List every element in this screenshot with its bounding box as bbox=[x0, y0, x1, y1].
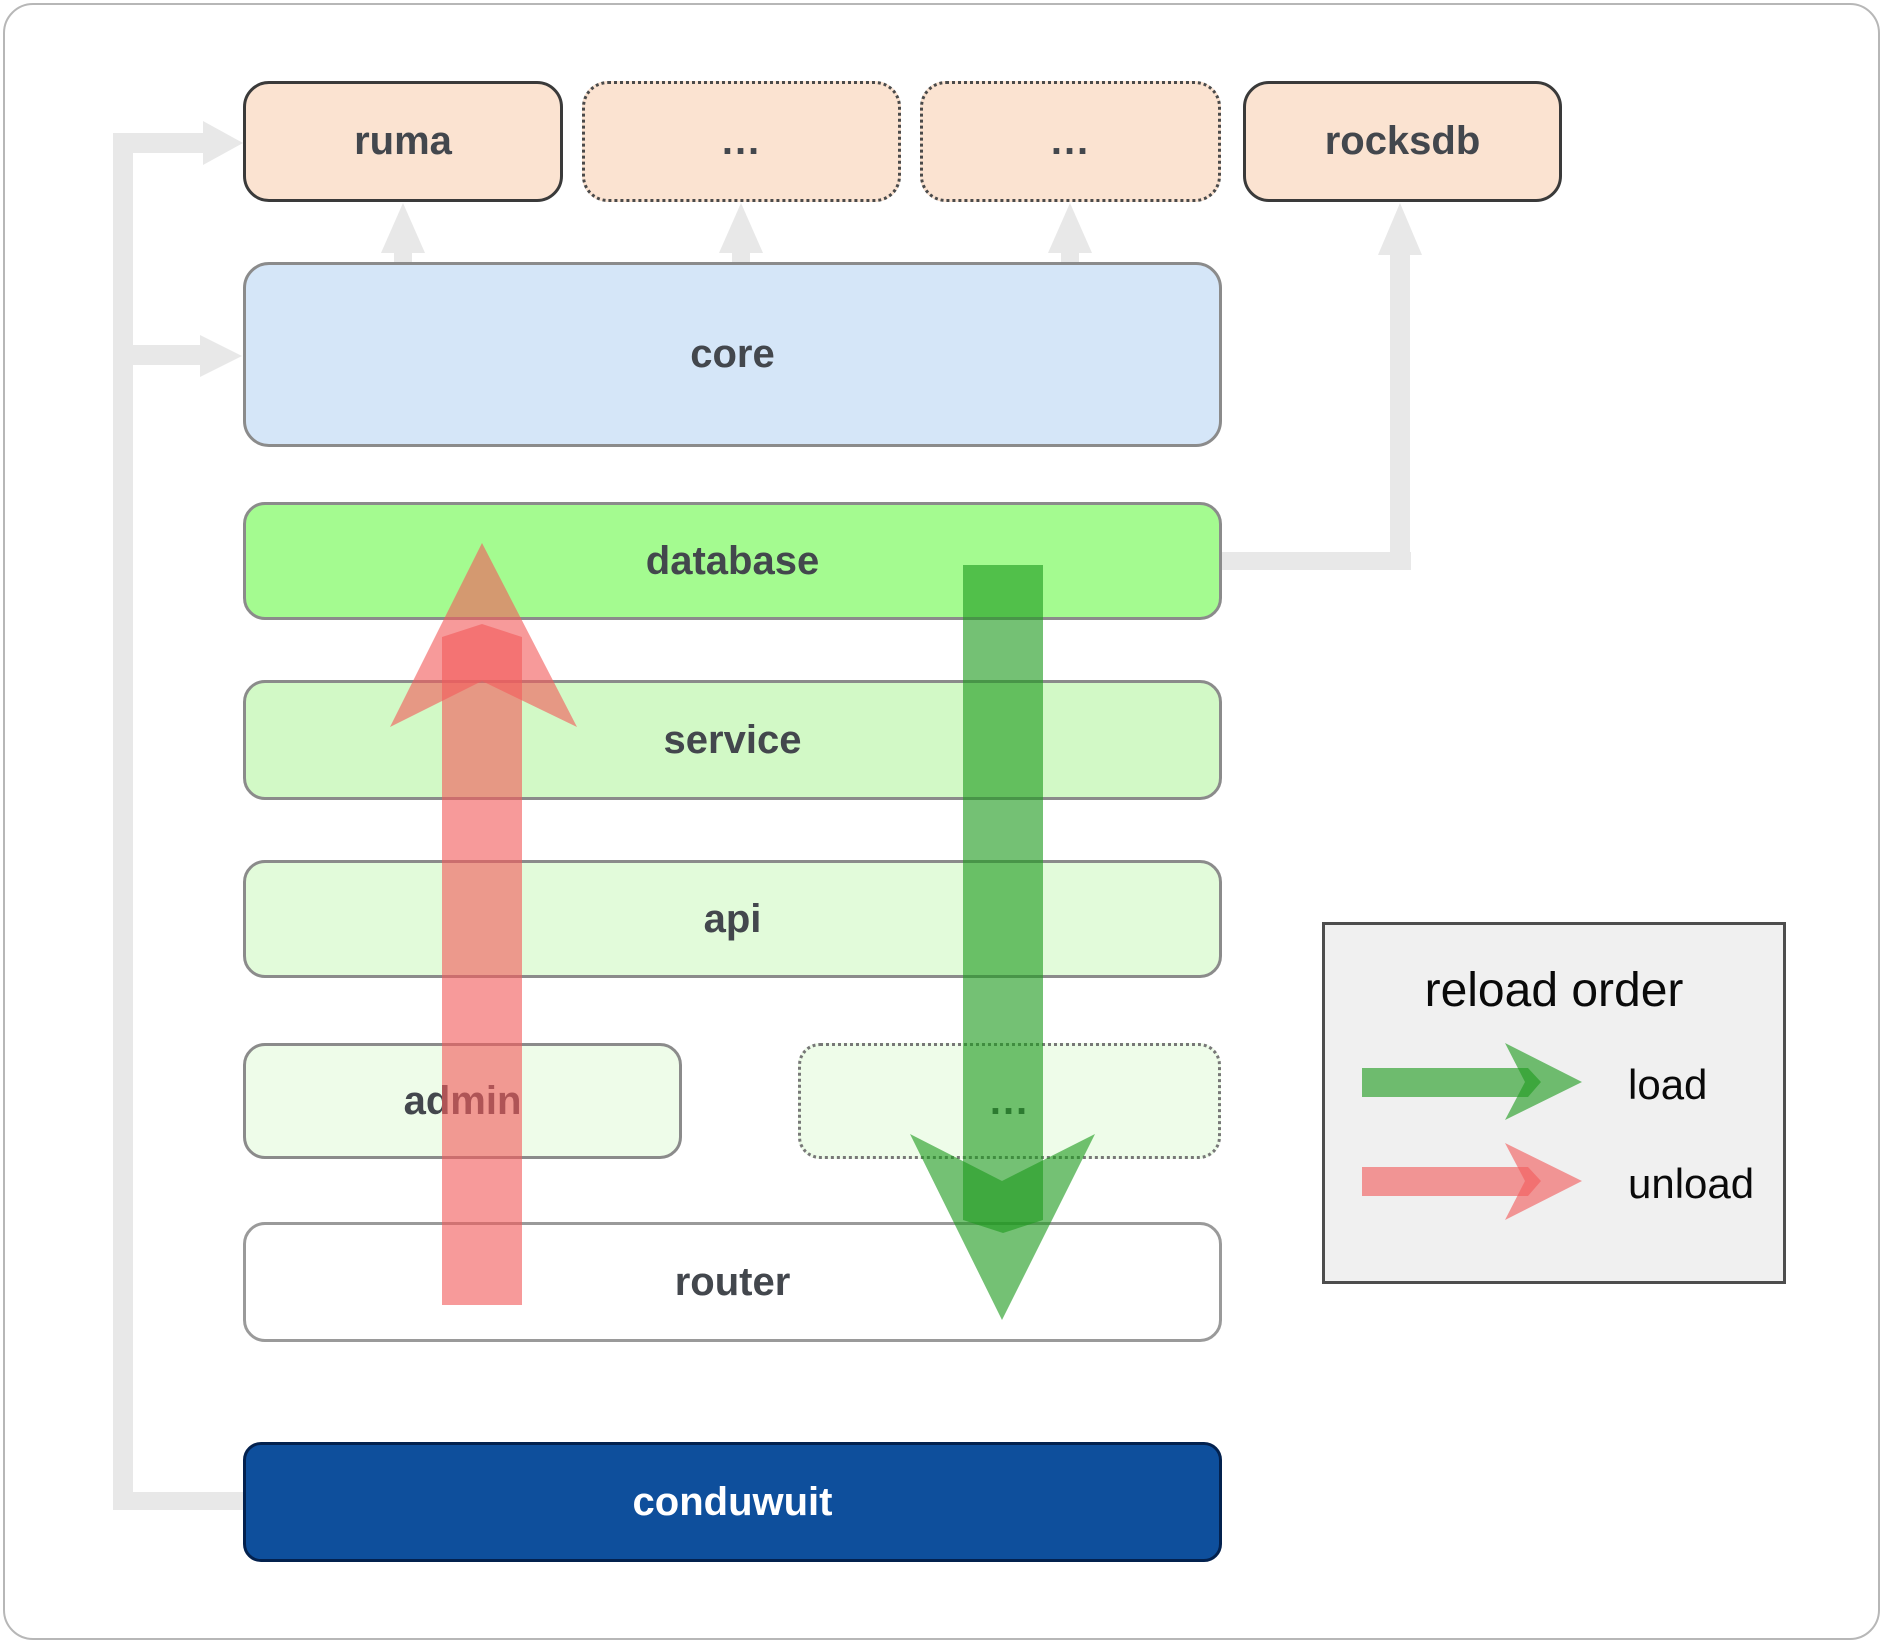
node-crates-more: ... bbox=[798, 1043, 1221, 1159]
node-database-label: database bbox=[645, 538, 820, 583]
stub-ruma-arrowhead-icon bbox=[381, 203, 425, 253]
node-router-label: router bbox=[674, 1259, 791, 1304]
node-deps-more-2-label: ... bbox=[1050, 119, 1091, 163]
legend-unload-label: unload bbox=[1628, 1160, 1755, 1207]
stub-deps1-arrowhead-icon bbox=[719, 203, 763, 253]
node-rocksdb: rocksdb bbox=[1243, 81, 1562, 202]
node-service-label: service bbox=[663, 717, 802, 762]
legend-title: reload order bbox=[1424, 964, 1684, 1017]
conduwuit-branch-line bbox=[113, 1492, 245, 1510]
core-branch-line bbox=[113, 345, 200, 365]
rocksdb-arrowhead-icon bbox=[1378, 203, 1422, 255]
ruma-arrowhead-icon bbox=[203, 121, 243, 165]
rocksdb-elbow-vertical bbox=[1390, 253, 1410, 570]
conduwuit-trunk-connector bbox=[113, 121, 245, 1510]
database-to-rocksdb-connector bbox=[1221, 203, 1422, 570]
stub-deps1-line bbox=[732, 251, 750, 264]
node-crates-more-label: ... bbox=[989, 1078, 1030, 1123]
node-api: api bbox=[243, 860, 1222, 978]
legend-box: reload order load unload bbox=[1322, 922, 1786, 1284]
node-deps-more-1-label: ... bbox=[721, 119, 762, 163]
rocksdb-elbow-horizontal bbox=[1221, 552, 1411, 570]
legend-load-label: load bbox=[1628, 1061, 1708, 1108]
node-rocksdb-label: rocksdb bbox=[1324, 119, 1481, 163]
node-core-label: core bbox=[690, 332, 775, 376]
node-database: database bbox=[243, 502, 1222, 620]
core-to-deps-connectors bbox=[381, 203, 1092, 264]
stub-ruma-line bbox=[394, 251, 412, 264]
node-api-label: api bbox=[703, 896, 762, 941]
node-router: router bbox=[243, 1222, 1222, 1342]
node-ruma: ruma bbox=[243, 81, 563, 202]
node-deps-more-1: ... bbox=[582, 81, 901, 202]
stub-deps2-line bbox=[1061, 251, 1079, 264]
core-arrowhead-icon bbox=[200, 335, 242, 377]
node-admin: admin bbox=[243, 1043, 682, 1159]
node-service: service bbox=[243, 680, 1222, 800]
node-ruma-label: ruma bbox=[354, 119, 452, 163]
canvas-border bbox=[3, 3, 1880, 1640]
node-admin-label: admin bbox=[403, 1078, 522, 1123]
trunk-line bbox=[113, 133, 133, 1510]
node-conduwuit: conduwuit bbox=[243, 1442, 1222, 1562]
node-conduwuit-label: conduwuit bbox=[632, 1479, 833, 1524]
stub-deps2-arrowhead-icon bbox=[1048, 203, 1092, 253]
ruma-branch-line bbox=[113, 133, 203, 153]
node-deps-more-2: ... bbox=[920, 81, 1221, 202]
node-core: core bbox=[243, 262, 1222, 447]
